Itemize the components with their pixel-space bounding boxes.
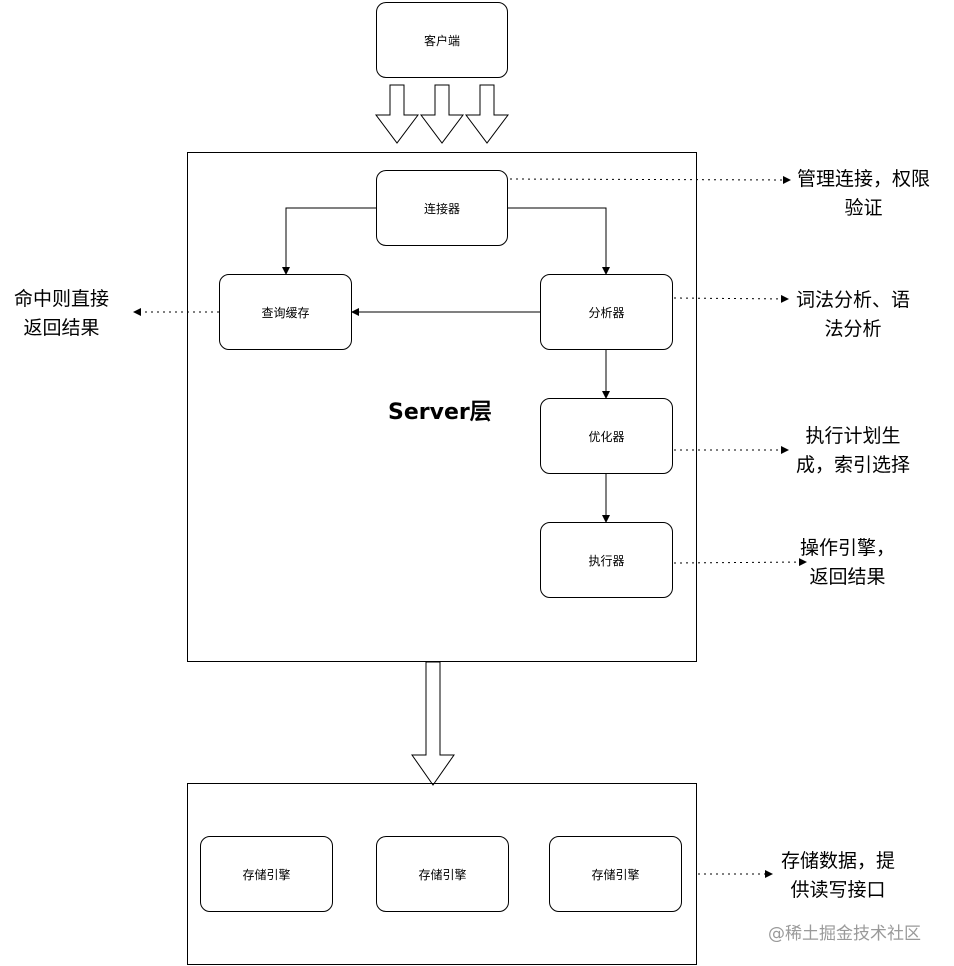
storage-engine-node-1: 存储引擎 [200,836,333,912]
client-to-server-arrow-1 [375,84,419,144]
client-to-server-arrow-3 [465,84,509,144]
server-to-storage-arrow [411,661,455,786]
storage-note: 存储数据，提供读写接口 [781,850,896,901]
connector-note: 管理连接，权限验证 [797,168,931,219]
analyzer-node: 分析器 [540,274,673,350]
storage-layer-box [187,783,697,965]
watermark: @稀土掘金技术社区 [768,924,921,944]
analyzer-note: 词法分析、语法分析 [796,289,911,340]
client-node: 客户端 [376,2,508,78]
connector-to-analyzer-line [508,207,610,275]
query-cache-node: 查询缓存 [219,274,352,350]
connector-to-cache-line [282,207,376,275]
server-layer-box [187,152,697,662]
connector-node: 连接器 [376,170,508,246]
optimizer-node: 优化器 [540,398,673,474]
query-cache-note: 命中则直接返回结果 [14,288,110,339]
server-layer-label: Server层 [388,400,492,425]
analyzer-note-line [673,294,789,303]
storage-engine-node-3: 存储引擎 [549,836,682,912]
storage-engine-node-2: 存储引擎 [376,836,509,912]
executor-note: 操作引擎，返回结果 [800,537,896,588]
client-to-server-arrow-2 [420,84,464,144]
executor-node: 执行器 [540,522,673,598]
optimizer-note: 执行计划生成，索引选择 [796,425,911,476]
executor-note-line [673,558,807,567]
